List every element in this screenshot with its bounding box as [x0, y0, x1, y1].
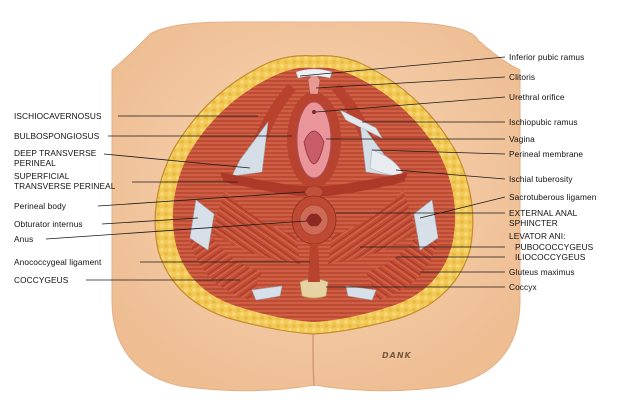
label-anus: Anus [14, 234, 34, 244]
label-deep-transverse-perineal-line2: PERINEAL [14, 157, 56, 168]
label-perineal-membrane: Perineal membrane [509, 149, 584, 159]
sacrotuberous-ligament-right [413, 199, 439, 251]
superficial-transverse-perineal [220, 172, 408, 196]
urethral-orifice-dot [312, 110, 316, 114]
coccyx-ligament-left [251, 285, 283, 301]
levator-ani-left [212, 190, 300, 264]
label-ischiopubic-ramus: Ischiopubic ramus [509, 117, 578, 127]
artist-signature: DANK [382, 351, 412, 360]
label-superficial-transverse-perineal: SUPERFICIAL TRANSVERSE PERINEAL [14, 171, 116, 191]
label-coccyx: Coccyx [509, 282, 537, 292]
label-clitoris: Clitoris [509, 72, 536, 82]
label-deep-transverse-perineal-line1: DEEP TRANSVERSE [14, 148, 97, 158]
label-external-anal-sphincter-line1: EXTERNAL ANAL [509, 208, 578, 218]
label-obturator-internus: Obturator internus [14, 219, 83, 229]
label-gluteus-maximus: Gluteus maximus [509, 267, 575, 277]
label-iliococcygeus: ILIOCOCCYGEUS [515, 252, 586, 262]
sacrotuberous-ligament-left [189, 199, 215, 251]
label-bulbospongiosus: BULBOSPONGIOSUS [14, 131, 100, 141]
label-vagina: Vagina [509, 134, 535, 144]
label-external-anal-sphincter-line2: SPHINCTER [509, 217, 558, 228]
label-deep-transverse-perineal: DEEP TRANSVERSE PERINEAL [14, 148, 97, 168]
label-levator-ani: LEVATOR ANI: [509, 231, 566, 241]
vaginal-orifice [303, 130, 325, 165]
clitoris-hood [307, 74, 321, 95]
label-sacrotuberous-ligament: Sacrotuberous ligamen [509, 192, 597, 202]
label-anococcygeal-ligament: Anococcygeal ligament [14, 257, 102, 267]
label-ischiocavernosus: ISCHIOCAVERNOSUS [14, 111, 102, 121]
leader-lines-left [45, 115, 310, 281]
anococcygeal-band [308, 244, 320, 282]
label-external-anal-sphincter: EXTERNAL ANAL SPHINCTER [509, 208, 578, 228]
label-ischial-tuberosity: Ischial tuberosity [509, 174, 573, 184]
label-superficial-transverse-perineal-line1: SUPERFICIAL [14, 171, 70, 181]
label-perineal-body: Perineal body [14, 201, 67, 211]
levator-ani-right [328, 190, 416, 264]
label-urethral-orifice: Urethral orifice [509, 92, 565, 102]
leader-lines-right [299, 56, 506, 288]
label-coccygeus: COCCYGEUS [14, 275, 69, 285]
label-pubococcygeus: PUBOCOCCYGEUS [515, 242, 594, 252]
label-inferior-pubic-ramus: Inferior pubic ramus [509, 52, 585, 62]
label-superficial-transverse-perineal-line2: TRANSVERSE PERINEAL [14, 180, 116, 191]
anus-opening [306, 213, 322, 227]
